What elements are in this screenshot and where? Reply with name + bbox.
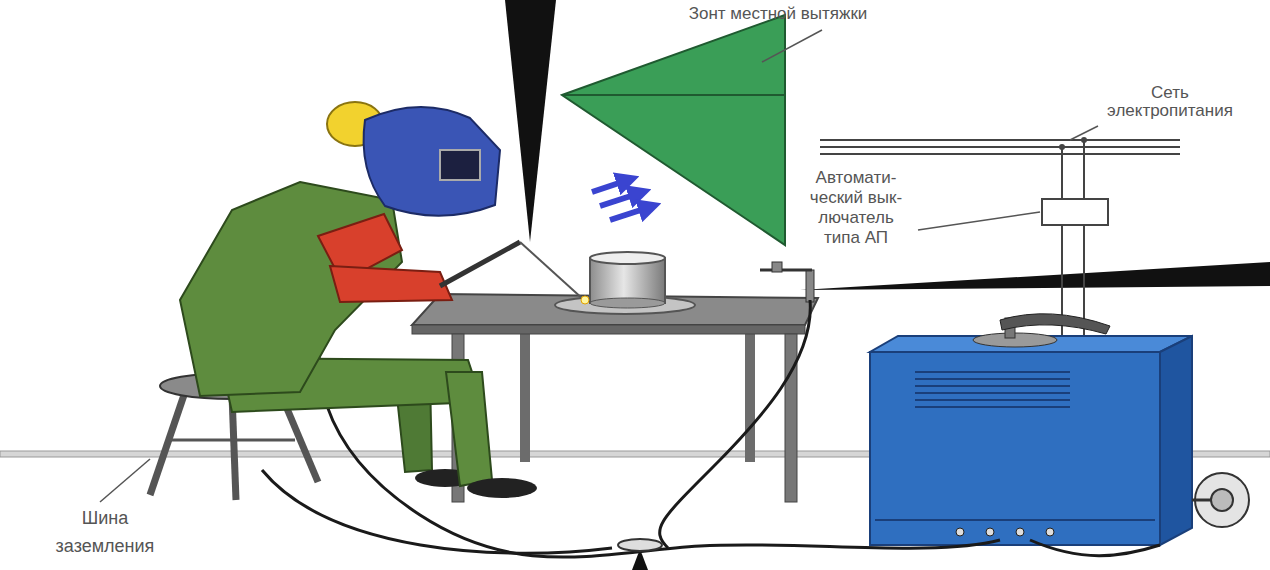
exhaust-hood <box>562 15 785 245</box>
welding-cables <box>262 300 1160 557</box>
cable-connector <box>618 539 662 551</box>
circuit-breaker <box>1042 199 1108 225</box>
leader-lines <box>100 30 1098 502</box>
air-flow-arrows <box>592 180 650 220</box>
callout-label: Сеть электропитания <box>1090 84 1250 120</box>
pointer-wedge <box>800 262 1270 290</box>
welder-figure <box>180 102 589 498</box>
callout-label: Шина заземления <box>40 504 170 560</box>
work-table <box>412 262 818 502</box>
callout-label: Автомати- ческий вык- лючатель типа АП <box>800 168 912 248</box>
callout-label: Зонт местной вытяжки <box>628 4 928 24</box>
welding-machine <box>870 314 1249 545</box>
workpiece <box>555 252 695 314</box>
pointer-wedge <box>505 0 556 242</box>
